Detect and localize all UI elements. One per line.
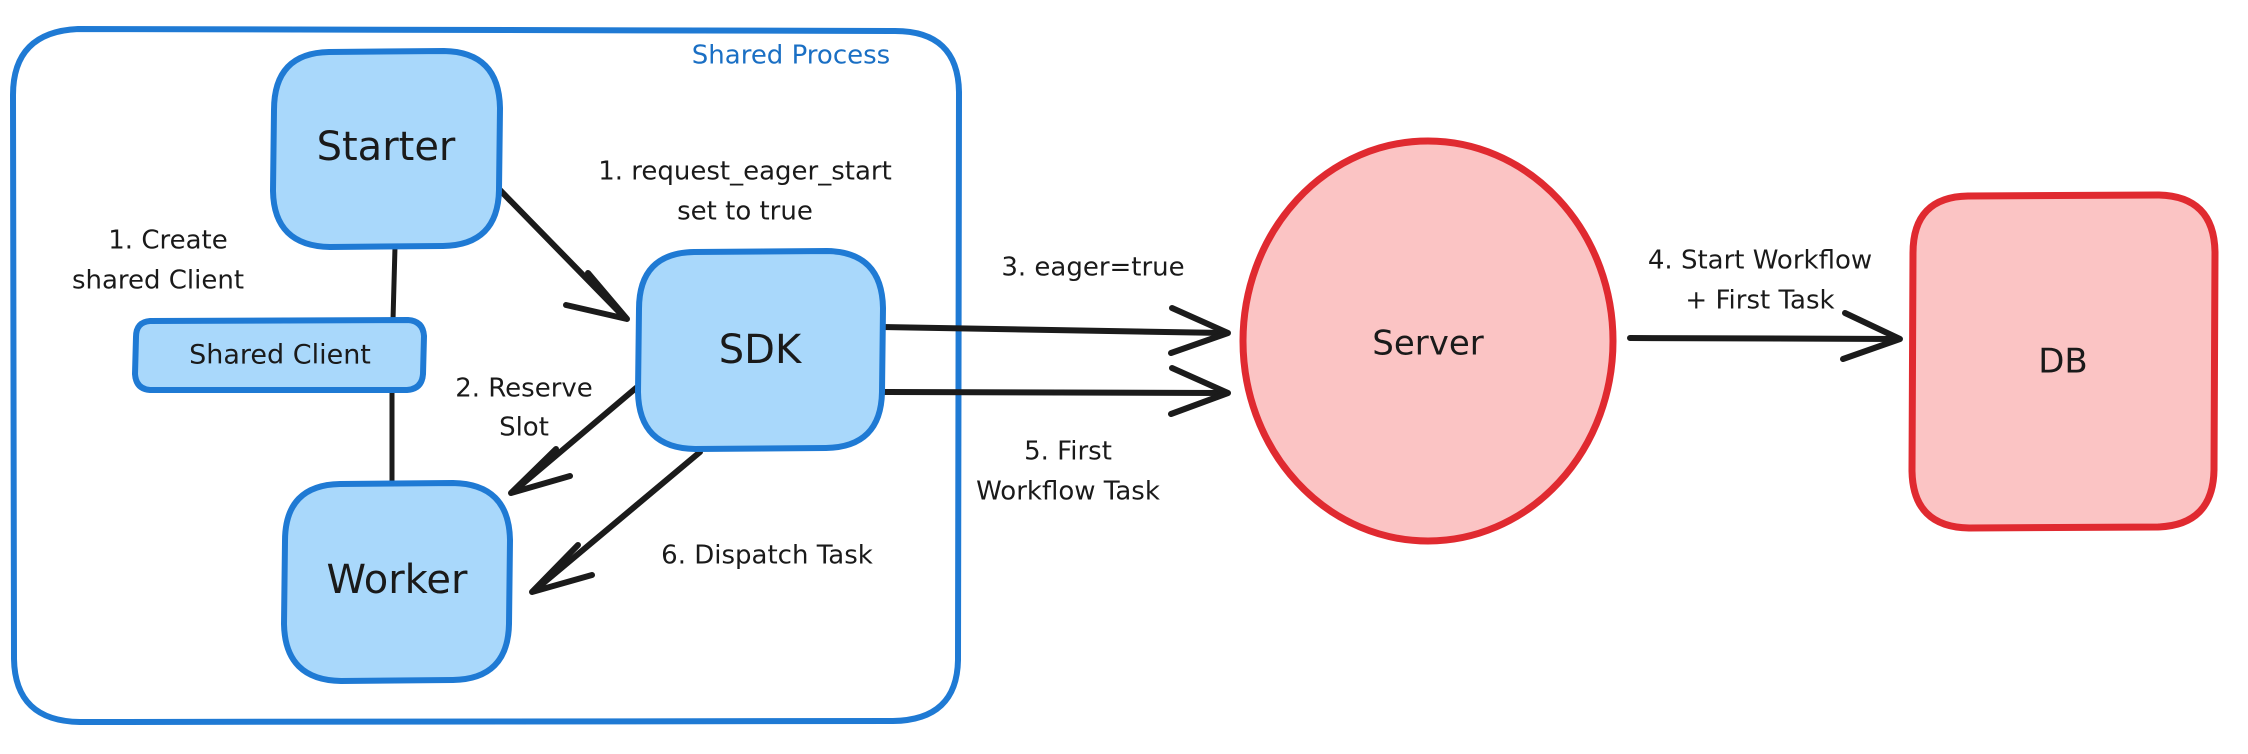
edge-label-start-workflow: 4. Start Workflow + First Task (1648, 246, 1872, 316)
node-sdk-shape (635, 248, 886, 452)
edge-label-line-1: 1. request_eager_start (598, 157, 892, 187)
arrow-head-sdk-worker-reserve (508, 446, 573, 496)
node-shared-client[interactable]: Shared Client (132, 317, 427, 393)
edge-line-starter-sdk (494, 184, 628, 321)
edge-server-db (1627, 310, 1903, 362)
edge-line-sdk-server (877, 324, 1228, 336)
edge-label-line-2: + First Task (1685, 286, 1834, 316)
edge-label-line-1: 3. eager=true (1001, 253, 1184, 283)
edge-starter-shared-client (390, 244, 398, 323)
edge-sdk-worker-dispatch (529, 449, 703, 595)
edge-label-dispatch-task: 6. Dispatch Task (661, 541, 873, 571)
node-shared-client-shape (132, 317, 427, 393)
arrow-head-server-db (1840, 310, 1903, 362)
edge-server-sdk (877, 365, 1231, 417)
shared-process-border (10, 26, 962, 725)
node-db-shape (1908, 191, 2219, 532)
edge-label-first-workflow-task: 5. First Workflow Task (976, 437, 1160, 507)
edge-label-line-1: 6. Dispatch Task (661, 541, 873, 571)
node-server[interactable]: Server (1239, 137, 1617, 545)
edge-label-line-1: 4. Start Workflow (1648, 246, 1872, 276)
edge-line-server-sdk (877, 389, 1228, 396)
arrow-head-sdk-worker-dispatch (529, 542, 595, 595)
edge-starter-sdk (494, 184, 630, 322)
edge-label-line-1: 1. Create (108, 226, 227, 256)
node-sdk-label: SDK (719, 327, 803, 373)
edge-label-line-1: 2. Reserve (455, 374, 593, 404)
edge-label-reserve-slot: 2. Reserve Slot (455, 374, 593, 443)
edge-label-line-2: shared Client (72, 266, 244, 296)
shared-process-label: Shared Process (692, 41, 890, 71)
edge-label-line-2: set to true (677, 197, 813, 227)
node-starter-label: Starter (317, 124, 456, 170)
arrow-head-server-sdk (1168, 365, 1231, 417)
node-worker[interactable]: Worker (281, 480, 513, 684)
node-db[interactable]: DB (1908, 191, 2219, 532)
edge-line-starter-sharedclient (390, 244, 398, 323)
node-db-label: DB (2038, 342, 2088, 382)
node-shared-client-label: Shared Client (189, 340, 371, 371)
node-sdk[interactable]: SDK (635, 248, 886, 452)
edge-label-line-2: Slot (499, 413, 549, 443)
edge-label-line-1: 5. First (1024, 437, 1112, 467)
node-server-label: Server (1372, 324, 1484, 364)
edge-line-server-db (1627, 335, 1900, 342)
arrow-head-starter-sdk (563, 270, 630, 322)
edge-line-sdk-worker-dispatch (531, 449, 703, 594)
shared-process-container[interactable]: Shared Process (10, 26, 962, 725)
edge-sdk-worker-reserve (508, 385, 639, 496)
edge-label-starter-sdk: 1. request_eager_start set to true (598, 157, 892, 227)
node-starter[interactable]: Starter (270, 48, 503, 250)
node-starter-shape (270, 48, 503, 250)
edge-label-create-shared-client: 1. Create shared Client (72, 226, 244, 296)
node-worker-label: Worker (327, 557, 468, 603)
edge-label-line-2: Workflow Task (976, 477, 1160, 507)
edge-sdk-server (877, 305, 1231, 356)
node-server-shape (1239, 137, 1617, 545)
node-worker-shape (281, 480, 513, 684)
arrow-head-sdk-server (1168, 305, 1231, 356)
edge-label-eager-true: 3. eager=true (1001, 253, 1184, 283)
